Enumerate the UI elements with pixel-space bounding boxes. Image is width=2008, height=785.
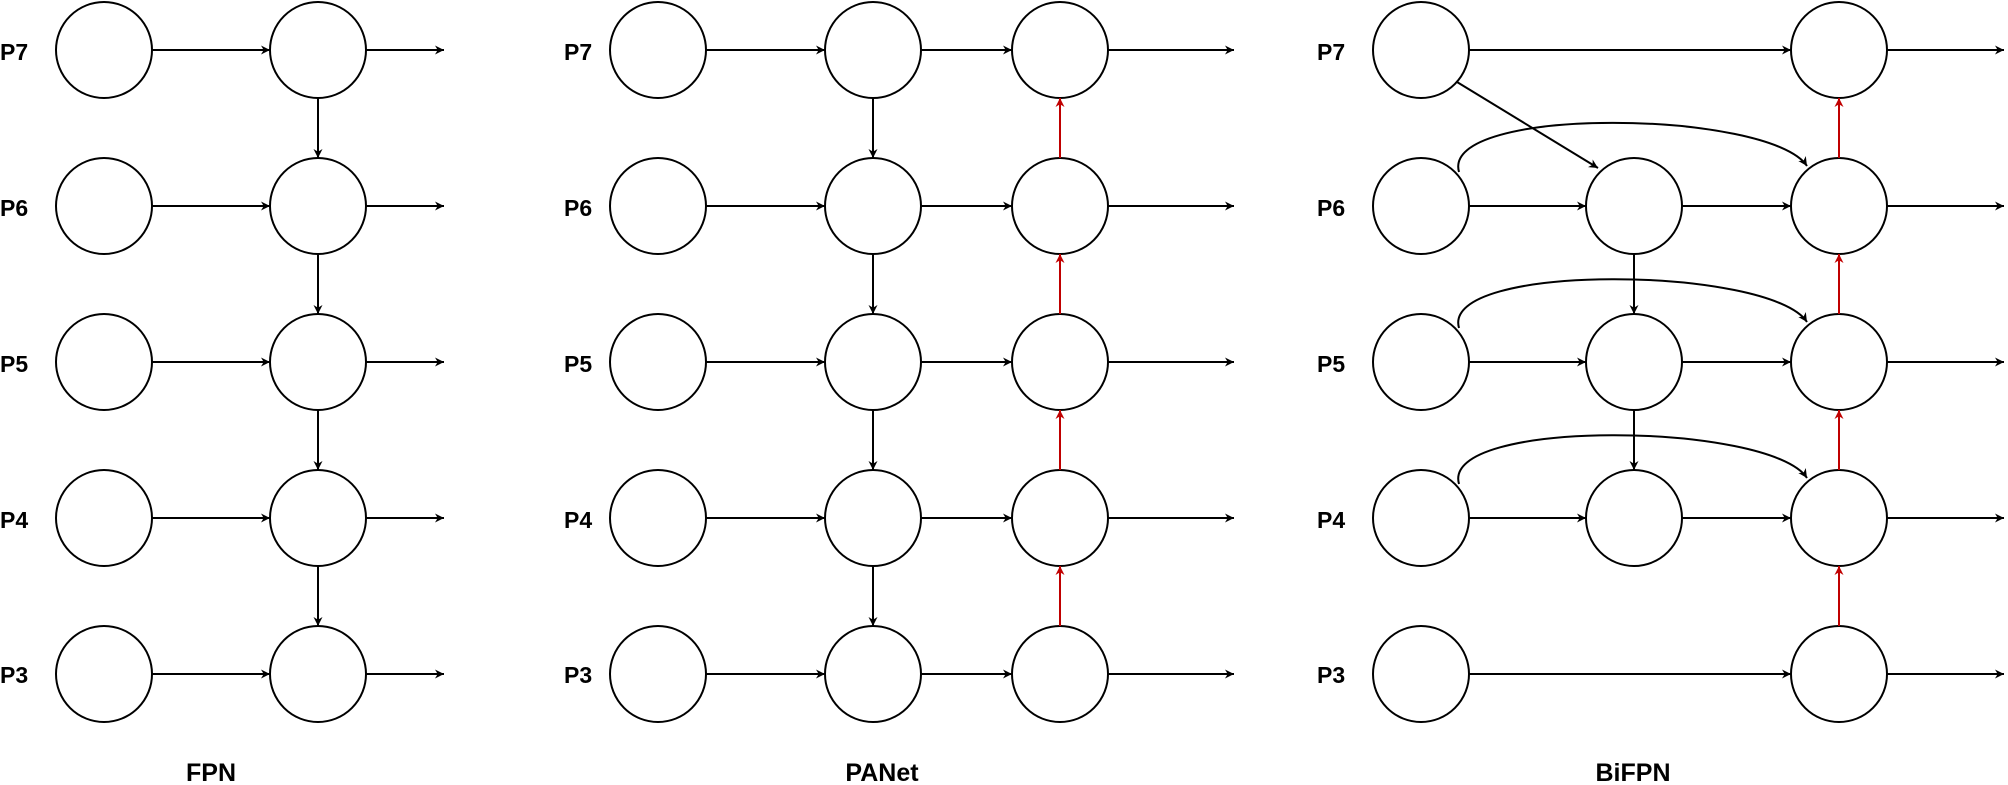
fpn-output-node-p7 bbox=[269, 1, 367, 99]
panet-bottomup-node-p7 bbox=[1011, 1, 1109, 99]
bifpn-label-p7: P7 bbox=[1317, 39, 1345, 65]
bifpn-output-node-p5 bbox=[1790, 313, 1888, 411]
panet-label-p3: P3 bbox=[564, 662, 592, 688]
fpn-input-node-p5 bbox=[55, 313, 153, 411]
fpn-title: FPN bbox=[186, 759, 236, 785]
panet-topdown-node-p7 bbox=[824, 1, 922, 99]
bifpn-label-p4: P4 bbox=[1317, 507, 1345, 533]
bifpn-output-node-p4 bbox=[1790, 469, 1888, 567]
bifpn-input-node-p6 bbox=[1372, 157, 1470, 255]
bifpn-label-p5: P5 bbox=[1317, 351, 1345, 377]
fpn-input-node-p6 bbox=[55, 157, 153, 255]
bifpn-output-node-p7 bbox=[1790, 1, 1888, 99]
bifpn-intermediate-node-p6 bbox=[1585, 157, 1683, 255]
panet-label-p4: P4 bbox=[564, 507, 592, 533]
bifpn-output-node-p6 bbox=[1790, 157, 1888, 255]
bifpn-input-node-p4 bbox=[1372, 469, 1470, 567]
panet-label-p7: P7 bbox=[564, 39, 592, 65]
bifpn-skip-arrow-p6 bbox=[1457, 121, 1808, 173]
fpn-input-node-p3 bbox=[55, 625, 153, 723]
fpn-output-node-p4 bbox=[269, 469, 367, 567]
bifpn-input-node-p7 bbox=[1372, 1, 1470, 99]
fpn-output-node-p5 bbox=[269, 313, 367, 411]
panet-label-p6: P6 bbox=[564, 195, 592, 221]
bifpn-output-node-p3 bbox=[1790, 625, 1888, 723]
bifpn-diagonal-arrow-p7-p6 bbox=[1456, 81, 1599, 169]
bifpn-skip-arrow-p5 bbox=[1457, 278, 1808, 329]
fpn-label-p5: P5 bbox=[0, 351, 28, 377]
panet-bottomup-node-p3 bbox=[1011, 625, 1109, 723]
fpn-output-node-p3 bbox=[269, 625, 367, 723]
panet-bottomup-node-p4 bbox=[1011, 469, 1109, 567]
bifpn-label-p3: P3 bbox=[1317, 662, 1345, 688]
panet-input-node-p5 bbox=[609, 313, 707, 411]
bifpn-input-node-p3 bbox=[1372, 625, 1470, 723]
panet-topdown-node-p6 bbox=[824, 157, 922, 255]
panet-input-node-p4 bbox=[609, 469, 707, 567]
fpn-input-node-p7 bbox=[55, 1, 153, 99]
fpn-label-p7: P7 bbox=[0, 39, 28, 65]
panet-label-p5: P5 bbox=[564, 351, 592, 377]
fpn-label-p6: P6 bbox=[0, 195, 28, 221]
panet-topdown-node-p4 bbox=[824, 469, 922, 567]
fpn-input-node-p4 bbox=[55, 469, 153, 567]
bifpn-skip-arrow-p4 bbox=[1457, 434, 1808, 485]
fpn-label-p4: P4 bbox=[0, 507, 28, 533]
bifpn-title: BiFPN bbox=[1596, 759, 1671, 785]
panet-topdown-node-p5 bbox=[824, 313, 922, 411]
panet-bottomup-node-p5 bbox=[1011, 313, 1109, 411]
panet-bottomup-node-p6 bbox=[1011, 157, 1109, 255]
bifpn-intermediate-node-p4 bbox=[1585, 469, 1683, 567]
bifpn-input-node-p5 bbox=[1372, 313, 1470, 411]
panet-topdown-node-p3 bbox=[824, 625, 922, 723]
panet-diagram: P7 P6 P5 P4 P3 bbox=[564, 1, 1234, 785]
fpn-diagram: P7 P6 P5 P4 P3 FPN bbox=[0, 1, 444, 785]
fpn-label-p3: P3 bbox=[0, 662, 28, 688]
panet-title: PANet bbox=[845, 759, 919, 785]
panet-input-node-p6 bbox=[609, 157, 707, 255]
bifpn-diagram: P7 P6 P5 P4 P3 bbox=[1317, 1, 2004, 785]
panet-input-node-p3 bbox=[609, 625, 707, 723]
panet-input-node-p7 bbox=[609, 1, 707, 99]
fpn-output-node-p6 bbox=[269, 157, 367, 255]
bifpn-label-p6: P6 bbox=[1317, 195, 1345, 221]
bifpn-intermediate-node-p5 bbox=[1585, 313, 1683, 411]
